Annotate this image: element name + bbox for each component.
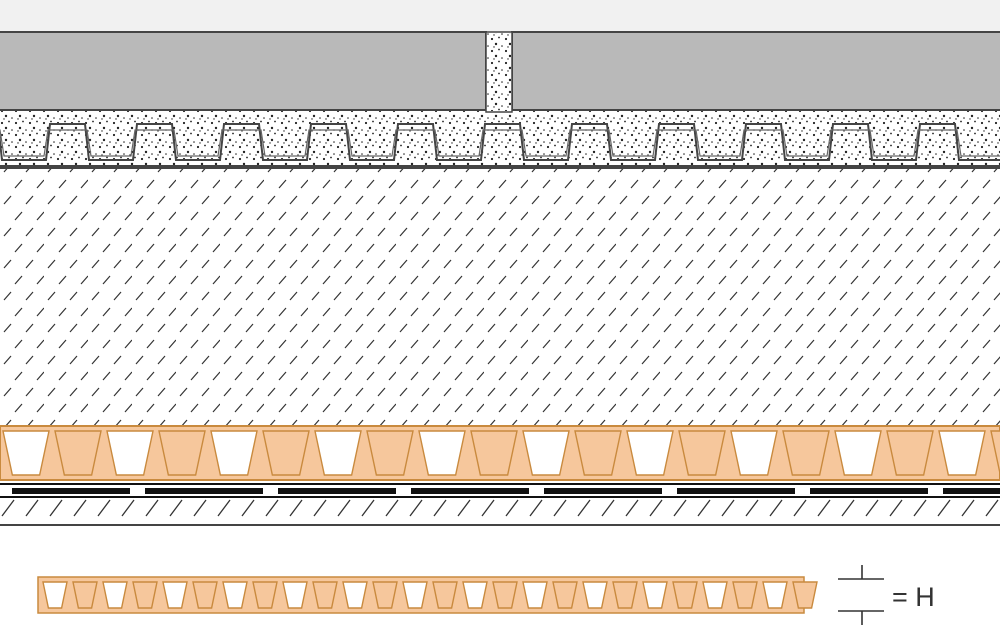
insulation-cell <box>574 430 622 476</box>
insulation-detail-cell <box>132 581 158 609</box>
insulation-cell <box>314 430 362 476</box>
insulation-board <box>0 425 1000 481</box>
insulation-detail-cell <box>192 581 218 609</box>
insulation-detail-cell <box>522 581 548 609</box>
insulation-detail-cell <box>402 581 428 609</box>
insulation-detail-cell <box>42 581 68 609</box>
insulation-detail-cell <box>492 581 518 609</box>
insulation-cell <box>366 430 414 476</box>
thin-bed-mortar <box>0 110 1000 124</box>
tile-right <box>511 31 1000 111</box>
insulation-cell <box>990 430 1000 476</box>
separation-strip <box>677 488 795 494</box>
insulation-detail-cell <box>702 581 728 609</box>
insulation-detail-cell <box>462 581 488 609</box>
insulation-cell <box>158 430 206 476</box>
insulation-cell <box>834 430 882 476</box>
insulation-cell <box>106 430 154 476</box>
insulation-cell <box>54 430 102 476</box>
thickness-label: = H <box>892 582 935 612</box>
insulation-detail-cell <box>582 581 608 609</box>
insulation-detail-cell <box>72 581 98 609</box>
structural-slab <box>0 499 1000 526</box>
insulation-detail-cell <box>342 581 368 609</box>
separation-layer <box>0 483 1000 498</box>
insulation-cell <box>678 430 726 476</box>
insulation-cell <box>730 430 778 476</box>
separation-strip <box>12 488 130 494</box>
top-background-band <box>0 0 1000 32</box>
insulation-detail-cell <box>732 581 758 609</box>
insulation-board-detail <box>37 576 818 614</box>
separation-strip <box>411 488 529 494</box>
insulation-detail-cell <box>762 581 788 609</box>
insulation-detail-cell <box>222 581 248 609</box>
thickness-symbol <box>838 565 884 625</box>
insulation-cell <box>2 430 50 476</box>
separation-strip <box>278 488 396 494</box>
separation-strip <box>544 488 662 494</box>
insulation-detail-cell <box>372 581 398 609</box>
separation-strip <box>145 488 263 494</box>
insulation-cell <box>470 430 518 476</box>
insulation-detail-cell <box>552 581 578 609</box>
insulation-detail-cell <box>642 581 668 609</box>
insulation-detail-cell <box>252 581 278 609</box>
separation-strip <box>810 488 928 494</box>
screed <box>0 167 1000 426</box>
insulation-cell <box>938 430 986 476</box>
insulation-cell <box>210 430 258 476</box>
insulation-detail-cell <box>282 581 308 609</box>
insulation-detail-cell <box>612 581 638 609</box>
membrane-profile <box>0 123 1000 161</box>
separation-strip <box>943 488 1000 494</box>
insulation-cell <box>782 430 830 476</box>
insulation-detail-cell <box>432 581 458 609</box>
tile-layer <box>0 31 1000 113</box>
insulation-cell <box>418 430 466 476</box>
insulation-cell <box>886 430 934 476</box>
tile-left <box>0 31 487 111</box>
insulation-detail-cell <box>792 581 818 609</box>
insulation-detail-cell <box>162 581 188 609</box>
insulation-cell <box>626 430 674 476</box>
uncoupling-membrane <box>0 123 1000 168</box>
insulation-detail-cell <box>672 581 698 609</box>
insulation-detail-cell <box>312 581 338 609</box>
insulation-cell <box>522 430 570 476</box>
insulation-cell <box>262 430 310 476</box>
insulation-detail-cell <box>102 581 128 609</box>
